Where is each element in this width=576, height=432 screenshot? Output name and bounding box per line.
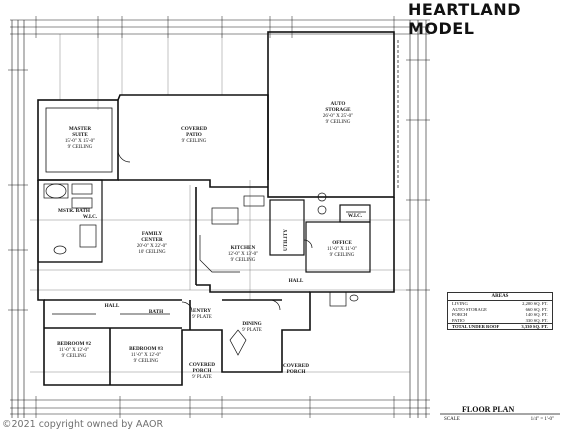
master-wic-label: W.I.C. xyxy=(83,214,98,220)
master-suite-label: MASTER xyxy=(69,126,91,132)
area-total-label: TOTAL UNDER ROOF xyxy=(452,324,500,330)
auto-storage-label: AUTO xyxy=(331,101,346,107)
covered-patio-ceiling: 9' CEILING xyxy=(182,139,207,144)
office-wic-label: W.I.C. xyxy=(348,213,363,219)
bedroom2-label: BEDROOM #2 xyxy=(57,341,91,347)
floor-plan-label: FLOOR PLAN xyxy=(462,405,515,414)
dining-label: DINING xyxy=(242,321,261,327)
office-dims: 11'-0" X 11'-0" xyxy=(327,247,357,252)
family-center-dims: 20'-0" X 22'-0" xyxy=(137,244,167,249)
covered-porch-2-label: COVERED xyxy=(283,363,309,369)
copyright-watermark: ©2021 copyright owned by AAOR xyxy=(2,419,164,430)
master-suite-label-2: SUITE xyxy=(72,132,88,138)
master-suite-ceiling: 9' CEILING xyxy=(68,145,93,150)
covered-porch-1-label-2: PORCH xyxy=(193,368,212,374)
covered-porch-1-label: COVERED xyxy=(189,362,215,368)
auto-storage-dims: 26'-0" X 25'-0" xyxy=(323,114,353,119)
areas-row: PATIO 330 SQ. FT. xyxy=(448,318,552,324)
office-ceiling: 9' CEILING xyxy=(330,253,355,258)
areas-row: PORCH 140 SQ. FT. xyxy=(448,312,552,318)
office-label: OFFICE xyxy=(332,240,352,246)
dining-plate: 9' PLATE xyxy=(242,328,262,333)
master-bath-label: MSTR. BATH xyxy=(58,208,90,214)
area-total-value: 3,330 SQ. FT. xyxy=(521,324,548,330)
kitchen-dims: 12'-0" X 13'-0" xyxy=(228,252,258,257)
area-value: 2,200 SQ. FT. xyxy=(522,301,548,306)
covered-porch-1-plate: 9' PLATE xyxy=(192,375,212,380)
bedroom3-dims: 11'-0" X 12'-0" xyxy=(131,353,161,358)
area-label: PORCH xyxy=(452,312,468,318)
bedroom2-dims: 11'-0" X 12'-0" xyxy=(59,348,89,353)
plan-title: HEARTLAND MODEL xyxy=(408,0,521,38)
areas-table: AREAS LIVING 2,200 SQ. FT. AUTO STORAGE … xyxy=(447,292,553,330)
bedroom2-ceiling: 9' CEILING xyxy=(62,354,87,359)
covered-patio-label-2: PATIO xyxy=(186,132,202,138)
kitchen-label: KITCHEN xyxy=(231,245,256,251)
area-label: AUTO STORAGE xyxy=(452,306,487,312)
kitchen-ceiling: 9' CEILING xyxy=(231,258,256,263)
covered-patio-label: COVERED xyxy=(181,126,207,132)
family-center-label-2: CENTER xyxy=(141,237,163,243)
entry-plate: 9' PLATE xyxy=(192,315,212,320)
bedroom3-label: BEDROOM #3 xyxy=(129,346,163,352)
areas-heading: AREAS xyxy=(448,293,552,301)
hall-left-label: HALL xyxy=(105,303,120,309)
utility-label: UTILITY xyxy=(283,229,289,251)
areas-row: LIVING 2,200 SQ. FT. xyxy=(448,301,552,307)
bath-left-label: BATH xyxy=(149,309,163,315)
auto-storage-ceiling: 9' CEILING xyxy=(326,120,351,125)
scale-label: SCALE xyxy=(444,417,460,422)
area-value: 660 SQ. FT. xyxy=(525,306,548,312)
scale-value: 1/4" = 1'-0" xyxy=(530,417,554,422)
area-value: 140 SQ. FT. xyxy=(525,312,548,318)
area-value: 330 SQ. FT. xyxy=(525,317,548,323)
areas-total-row: TOTAL UNDER ROOF 3,330 SQ. FT. xyxy=(448,323,552,330)
covered-porch-2-label-2: PORCH xyxy=(287,369,306,375)
entry-label: ENTRY xyxy=(193,308,211,314)
areas-row: AUTO STORAGE 660 SQ. FT. xyxy=(448,307,552,313)
family-center-ceiling: 10' CEILING xyxy=(138,250,166,255)
area-label: LIVING xyxy=(452,301,468,306)
hall-right-label: HALL xyxy=(289,278,304,284)
bedroom3-ceiling: 9' CEILING xyxy=(134,359,159,364)
area-label: PATIO xyxy=(452,317,465,323)
scale-note: SCALE 1/4" = 1'-0" xyxy=(444,417,554,422)
master-suite-dims: 15'-0" X 15'-0" xyxy=(65,139,95,144)
auto-storage-label-2: STORAGE xyxy=(325,107,351,113)
family-center-label: FAMILY xyxy=(142,231,162,237)
